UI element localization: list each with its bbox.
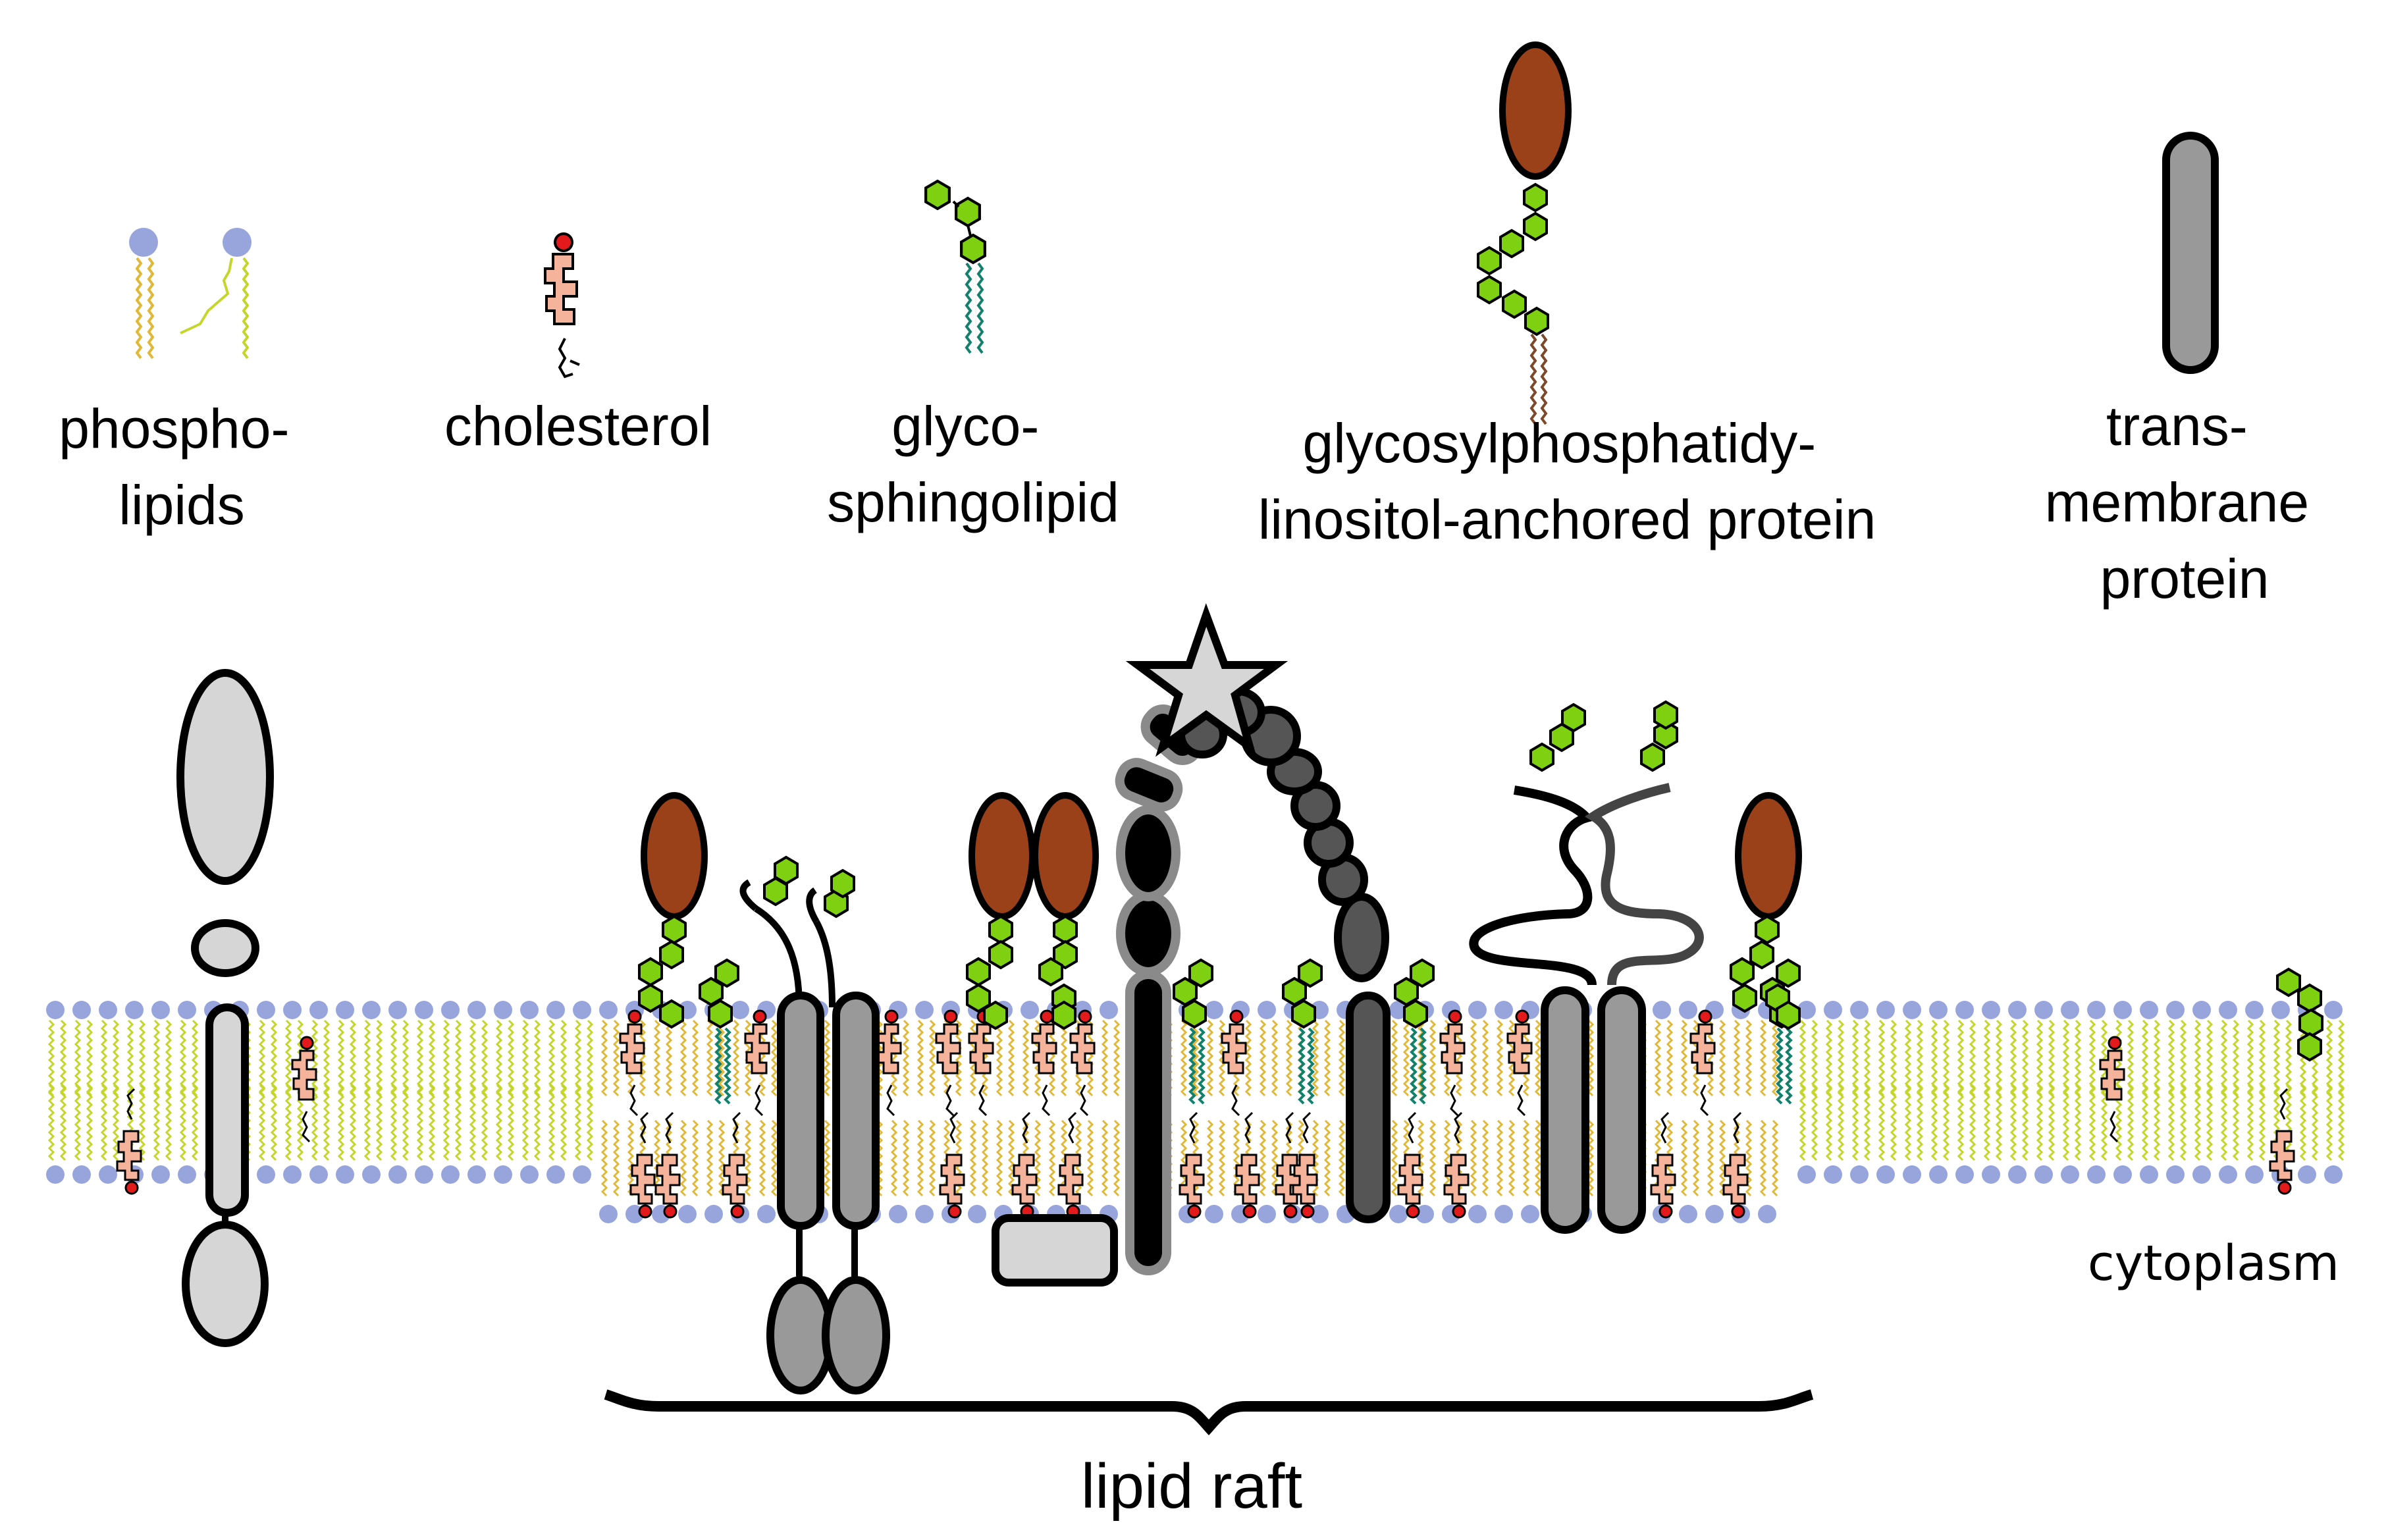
- phospholipid-pair: [2008, 1001, 2027, 1184]
- cholesterol: [1179, 1111, 1205, 1219]
- phospholipid-pair: [336, 1001, 355, 1184]
- phospholipid-pair: [257, 1001, 276, 1184]
- gpi-anchored-protein: [1032, 792, 1099, 1030]
- phospholipid-pair: [441, 1001, 460, 1184]
- phospholipid-pair: [546, 1001, 566, 1184]
- cytoplasm-label: cytoplasm: [2088, 1235, 2339, 1292]
- membrane-non-raft-right: [1797, 1001, 2343, 1184]
- phospholipid-pair: [1824, 1001, 1843, 1184]
- glycosphingolipid: [1760, 959, 1801, 1105]
- gpi-anchored-protein: [638, 792, 708, 1028]
- phospholipid-pair: [1955, 1001, 1975, 1184]
- ligand-star-icon: [1125, 603, 1288, 757]
- lipid-raft-brace: [604, 1389, 1814, 1436]
- lipid-raft-label: lipid raft: [1081, 1451, 1302, 1522]
- legend-label-phospholipids: phospho- lipids: [59, 398, 305, 536]
- phospholipid-pair: [520, 1001, 539, 1184]
- gpi-anchored-protein-icon: [1477, 41, 1572, 425]
- phospholipid-pair: [494, 1001, 513, 1184]
- phospholipid-pair: [415, 1001, 434, 1184]
- legend: phospho- lipids cholesterol glyco- sphin…: [59, 41, 2325, 610]
- legend-label-cholesterol: cholesterol: [444, 395, 712, 457]
- non-raft-transmembrane-protein: [176, 669, 274, 1347]
- legend-label-gpi-anchored-protein: glycosylphosphatidy- linositol-anchored …: [1258, 412, 1876, 550]
- glycosphingolipid-icon: [926, 181, 985, 354]
- glycosphingolipid: [699, 959, 739, 1105]
- cholesterol-icon: [544, 232, 580, 379]
- phospholipid-pair: [1982, 1001, 2001, 1184]
- glycosphingolipid: [1282, 959, 1323, 1105]
- cholesterol: [629, 1111, 656, 1219]
- phospholipid-pair: [1903, 1001, 1922, 1184]
- cholesterol: [116, 1088, 142, 1195]
- phospholipid-pair: [2034, 1001, 2054, 1184]
- legend-label-glycosphingolipid: glyco- sphingolipid: [827, 395, 1119, 533]
- glycosphingolipid: [1173, 959, 1213, 1105]
- phospholipid-pair: [2061, 1001, 2080, 1184]
- transmembrane-protein-icon: [2162, 132, 2219, 374]
- glycosphingolipids: [699, 959, 1801, 1105]
- legend-label-transmembrane-protein: trans- membrane protein: [2045, 395, 2325, 610]
- phospholipid-pair: [2219, 1001, 2238, 1184]
- phospholipid-pair: [178, 1001, 197, 1184]
- phospholipid-pair: [573, 1001, 592, 1184]
- phospholipid-pair: [362, 1001, 381, 1184]
- receptor-complex: [992, 603, 1391, 1287]
- phospholipid-pair: [2245, 1001, 2264, 1184]
- cholesterol: [291, 1036, 317, 1143]
- gpi-anchored-protein: [966, 792, 1036, 1030]
- phospholipid-pair: [1850, 1001, 1869, 1184]
- raft-transmembrane-dimer: [739, 856, 890, 1394]
- phospholipid-pair: [2166, 1001, 2185, 1184]
- phospholipid-icon: [129, 228, 252, 359]
- phospholipid-pair: [1797, 1001, 1817, 1184]
- gpi-anchored-proteins: [638, 792, 1802, 1030]
- phospholipid-pair: [2087, 1001, 2106, 1184]
- phospholipid-pair: [151, 1001, 171, 1184]
- gpi-anchored-protein: [1730, 792, 1802, 1030]
- phospholipid-pair: [467, 1001, 487, 1184]
- phospholipid-pair: [1876, 1001, 1896, 1184]
- phospholipid-pair: [46, 1001, 65, 1184]
- glycosphingolipid: [1394, 959, 1435, 1105]
- phospholipid-pair: [2140, 1001, 2159, 1184]
- phospholipid-pair: [2324, 1001, 2343, 1184]
- phospholipid-pair: [99, 1001, 118, 1184]
- phospholipid-pair: [72, 1001, 92, 1184]
- phospholipid-pair: [1929, 1001, 1948, 1184]
- raft-transmembrane-loop-protein: [1469, 701, 1704, 1234]
- phospholipid-pair: [2192, 1001, 2212, 1184]
- phospholipid-pair: [388, 1001, 408, 1184]
